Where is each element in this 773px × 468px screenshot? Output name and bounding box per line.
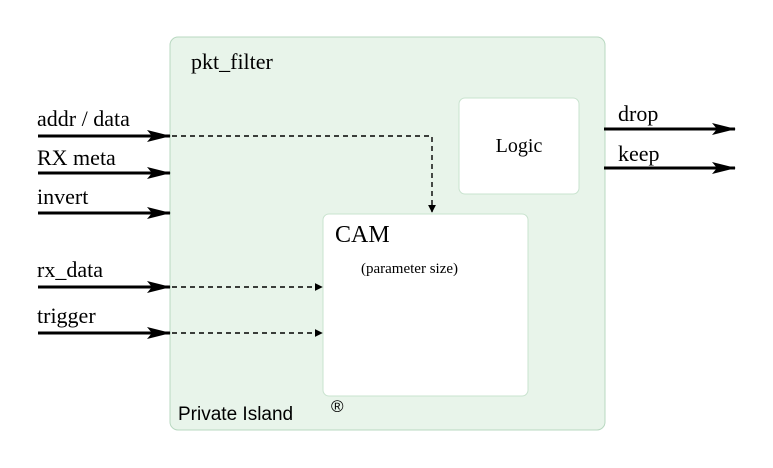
cam-sublabel: (parameter size) (361, 261, 458, 277)
input-label-addr-data: addr / data (37, 106, 130, 131)
logic-label: Logic (496, 135, 543, 157)
input-label-invert: invert (37, 184, 88, 209)
input-label-rx-meta: RX meta (37, 145, 116, 170)
output-label-drop: drop (618, 101, 658, 126)
module-title: pkt_filter (191, 49, 274, 74)
branding-name: Private Island (178, 404, 293, 425)
dashed-path-addr-to-cam (172, 135, 436, 213)
cam-block (322, 213, 529, 397)
output-label-keep: keep (618, 141, 660, 166)
cam-label: CAM (335, 222, 390, 248)
input-label-trigger: trigger (37, 303, 96, 328)
logic-block (458, 97, 580, 195)
input-label-rx-data: rx_data (37, 257, 103, 282)
registered-mark: ® (331, 397, 344, 416)
